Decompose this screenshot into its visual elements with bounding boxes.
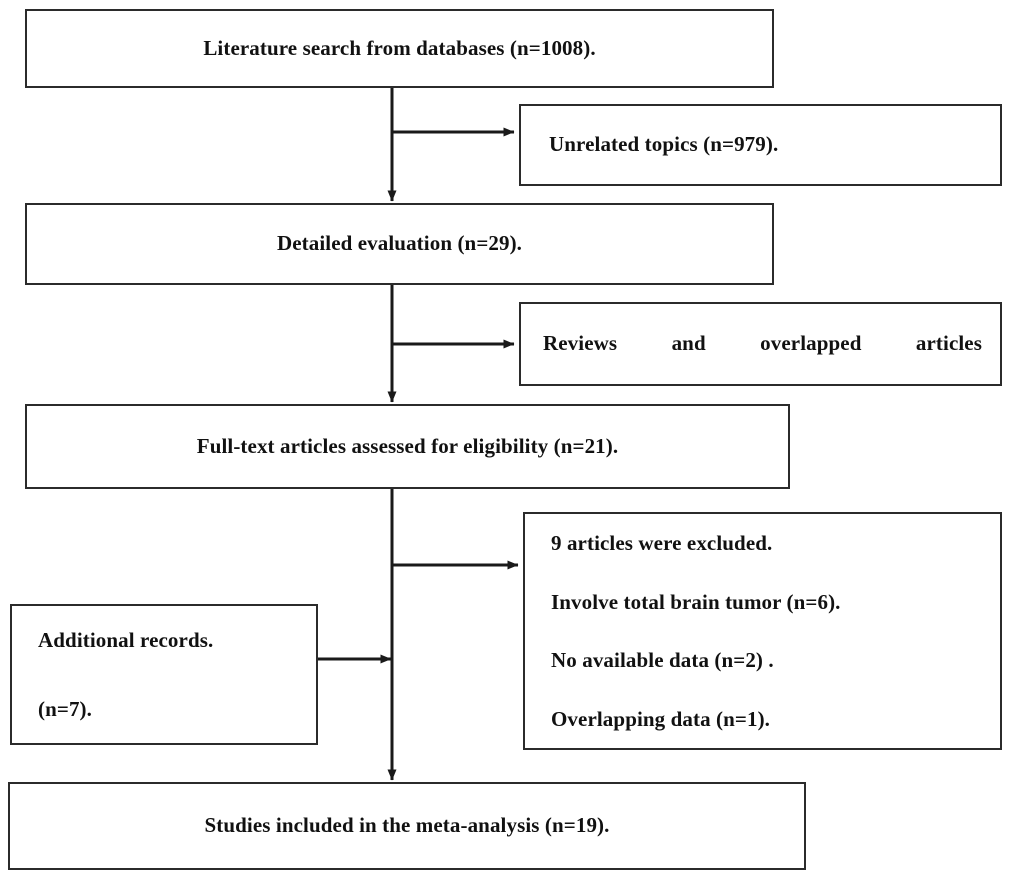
- node-additional-records-line-2: (n=7).: [38, 696, 92, 721]
- node-exclusions-line-3: No available data (n=2) .: [551, 648, 774, 673]
- node-studies-included-line-1: Studies included in the meta-analysis (n…: [204, 813, 610, 838]
- node-exclusions-line-4: Overlapping data (n=1).: [551, 706, 771, 731]
- node-detailed-evaluation: Detailed evaluation (n=29).: [25, 203, 774, 285]
- node-exclusions-line-2: Involve total brain tumor (n=6).: [551, 589, 841, 614]
- node-detailed-evaluation-line-1: Detailed evaluation (n=29).: [276, 231, 523, 256]
- node-unrelated-topics: Unrelated topics (n=979).: [519, 104, 1002, 186]
- node-exclusions: 9 articles were excluded. Involve total …: [523, 512, 1002, 750]
- node-fulltext-assessed-line-1: Full-text articles assessed for eligibil…: [196, 433, 619, 458]
- node-literature-search: Literature search from databases (n=1008…: [25, 9, 774, 88]
- node-literature-search-line-1: Literature search from databases (n=1008…: [203, 35, 596, 60]
- node-reviews-overlapped-line-1: Reviews and overlapped articles: [543, 331, 982, 356]
- node-fulltext-assessed: Full-text articles assessed for eligibil…: [25, 404, 790, 489]
- node-additional-records: Additional records. (n=7).: [10, 604, 318, 745]
- node-exclusions-line-1: 9 articles were excluded.: [551, 531, 773, 556]
- node-studies-included: Studies included in the meta-analysis (n…: [8, 782, 806, 870]
- node-unrelated-topics-line-1: Unrelated topics (n=979).: [549, 132, 779, 157]
- node-reviews-overlapped: Reviews and overlapped articles: [519, 302, 1002, 386]
- node-additional-records-line-1: Additional records.: [38, 628, 214, 653]
